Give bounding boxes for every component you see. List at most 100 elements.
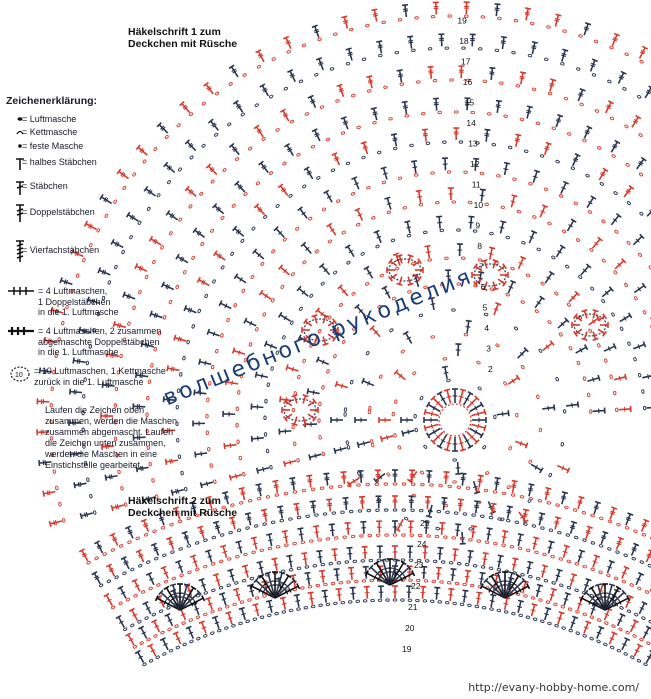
- stitch-bar: [129, 214, 134, 220]
- legend-label: = 4 Luftmaschen, 2 zusammen abgemaschte …: [38, 326, 162, 357]
- chain-stitch: [371, 442, 375, 448]
- stitch-cap: [163, 161, 169, 168]
- chain-stitch: [83, 377, 87, 382]
- stitch-cap: [443, 448, 451, 452]
- stitch-cap: [336, 83, 343, 88]
- stitch-cap: [369, 325, 375, 331]
- stitch-bar: [84, 512, 87, 518]
- chain-stitch: [50, 452, 55, 458]
- chain-stitch: [211, 364, 215, 370]
- stitch-cap: [211, 615, 219, 620]
- stitch-bar: [183, 535, 189, 538]
- chain-stitch: [135, 536, 140, 541]
- chain-stitch: [356, 125, 361, 130]
- stitch-bar: [638, 162, 643, 166]
- chain-stitch: [623, 553, 628, 558]
- chain-stitch: [482, 445, 487, 450]
- stitch-bar: [549, 82, 555, 86]
- chain-stitch: [132, 644, 137, 649]
- chain-stitch: [439, 580, 444, 584]
- stitch-mark: [492, 260, 497, 269]
- chain-stitch: [122, 571, 127, 576]
- chain-stitch: [203, 591, 208, 595]
- chain-stitch: [409, 143, 414, 148]
- stitch-bar: [323, 268, 328, 273]
- stitch-bar: [140, 149, 145, 154]
- chain-stitch: [317, 37, 322, 42]
- stitch-cap: [411, 570, 416, 577]
- stitch-bar: [74, 250, 78, 256]
- stitch-bar: [495, 106, 501, 108]
- chain-stitch: [182, 270, 187, 275]
- chain-stitch: [641, 616, 646, 620]
- chain-stitch: [488, 566, 494, 570]
- stitch-bar: [503, 602, 509, 605]
- chain-stitch: [400, 558, 406, 562]
- stitch-cap: [539, 467, 544, 474]
- stitch-mark: [398, 255, 403, 264]
- stitch-bar: [511, 484, 517, 487]
- stitch-bar: [342, 120, 348, 124]
- stitch-cap: [258, 289, 264, 296]
- chain-stitch: [548, 528, 554, 532]
- stitch-cap: [628, 184, 635, 190]
- stitch-cap: [441, 365, 448, 369]
- stitch-bar: [212, 123, 217, 128]
- stitch-bar: [123, 560, 128, 564]
- legend-label: = Stäbchen: [22, 181, 68, 191]
- stitch-bar: [458, 502, 463, 505]
- quadruple-treble-icon: [16, 240, 24, 262]
- stitch-mark: [307, 413, 316, 420]
- stitch-bar: [289, 73, 295, 77]
- stitch-cap: [231, 347, 236, 354]
- chain-stitch: [291, 407, 295, 413]
- stitch-bar: [103, 196, 107, 202]
- chain-stitch: [500, 205, 506, 210]
- stitch-bar: [476, 597, 481, 600]
- chain-stitch: [247, 598, 252, 602]
- chain-stitch: [235, 554, 240, 559]
- chain-stitch: [368, 405, 372, 411]
- stitch-bar: [172, 366, 175, 372]
- chain-stitch: [179, 372, 183, 377]
- chain-stitch: [570, 166, 575, 170]
- stitch-bar: [518, 587, 522, 593]
- stitch-bar: [615, 596, 620, 601]
- stitch-bar: [46, 490, 49, 496]
- chain-stitch: [226, 317, 230, 323]
- stitch-bar: [54, 308, 57, 314]
- chain-stitch: [452, 601, 457, 606]
- stitch-cap: [264, 571, 272, 575]
- stitch-cap: [519, 71, 527, 74]
- chain-stitch: [619, 326, 624, 331]
- stitch-cap: [265, 599, 273, 603]
- stitch-bar: [464, 439, 470, 443]
- stitch-bar: [440, 397, 446, 401]
- round-number: 8: [477, 241, 482, 251]
- chain-stitch: [638, 252, 642, 257]
- chain-stitch: [301, 488, 307, 493]
- stitch-bar: [534, 464, 538, 470]
- chain-stitch: [265, 448, 270, 454]
- stitch-bar: [467, 556, 473, 558]
- chain-stitch: [343, 412, 347, 417]
- stitch-cap: [115, 614, 122, 620]
- round-number: 3: [486, 344, 491, 354]
- stitch-mark: [592, 331, 597, 340]
- stitch-bar: [343, 122, 349, 125]
- chain-stitch: [532, 215, 537, 219]
- stitch-bar: [235, 103, 241, 108]
- stitch-cap: [234, 180, 240, 186]
- chain-stitch: [512, 177, 517, 181]
- stitch-bar: [618, 375, 621, 381]
- stitch-bar: [153, 546, 158, 550]
- stitch-bar: [54, 519, 58, 525]
- stitch-bar: [617, 618, 623, 622]
- chain-stitch: [92, 328, 96, 333]
- stitch-cap: [181, 530, 188, 535]
- chain-stitch: [394, 266, 400, 271]
- chain-stitch: [219, 533, 225, 537]
- chain-stitch: [407, 598, 413, 602]
- chain-stitch: [302, 184, 307, 189]
- stitch-cap: [318, 263, 325, 269]
